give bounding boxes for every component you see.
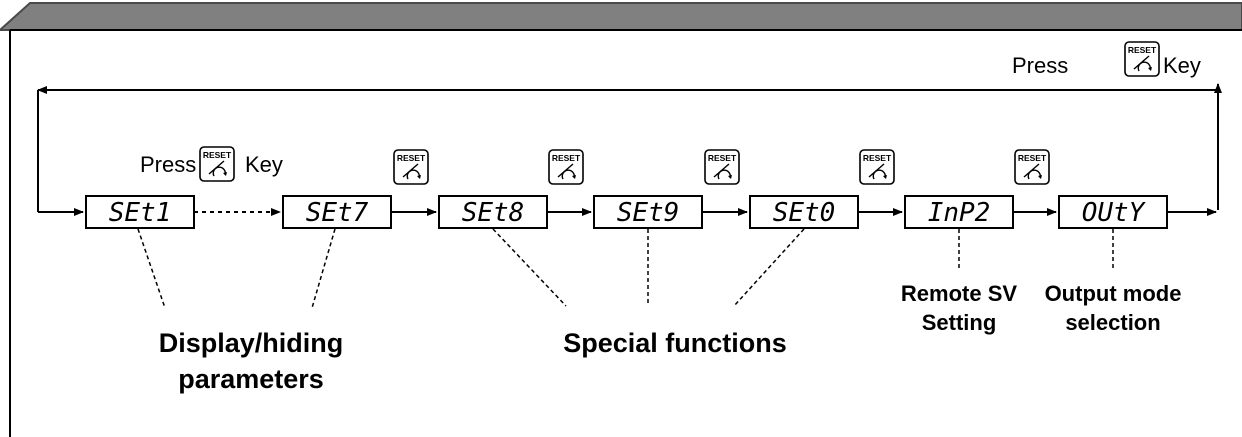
- display-text: SEt0: [773, 198, 836, 228]
- display-set8: SEt8: [438, 195, 548, 229]
- left-press-text: Press: [140, 152, 196, 177]
- special-functions-label: Special functions: [563, 328, 787, 358]
- display-text: SEt1: [109, 198, 172, 228]
- display-text: OUtY: [1082, 198, 1147, 228]
- display-outy: OUtY: [1058, 195, 1168, 229]
- display-set9: SEt9: [593, 195, 703, 229]
- display-set7: SEt7: [282, 195, 392, 229]
- output-mode-label: Output mode: [1045, 281, 1182, 306]
- svg-text:RESET: RESET: [863, 153, 892, 163]
- reset-key-text: RESET: [1128, 45, 1157, 55]
- reset-key-icon: RESET: [1014, 149, 1050, 185]
- display-hiding-label: Display/hiding: [159, 328, 344, 358]
- top-press-text: Press: [1012, 53, 1068, 78]
- svg-text:RESET: RESET: [397, 153, 426, 163]
- display-set1: SEt1: [85, 195, 195, 229]
- display-text: SEt7: [306, 198, 369, 228]
- left-key-text: Key: [245, 152, 283, 177]
- display-set0: SEt0: [749, 195, 859, 229]
- reset-key-icon: RESET: [199, 146, 235, 182]
- top-key-text: Key: [1163, 53, 1201, 78]
- svg-text:RESET: RESET: [1018, 153, 1047, 163]
- reset-key-icon: RESET: [704, 149, 740, 185]
- display-text: InP2: [928, 198, 991, 228]
- annotation-leaders: [137, 228, 1114, 309]
- reset-key-text: RESET: [203, 150, 232, 160]
- loop-return-line: [37, 83, 1222, 216]
- left-press-reset-label: Press RESET Key: [140, 146, 283, 182]
- reset-key-icon: RESET: [1124, 41, 1160, 77]
- reset-key-icon: RESET: [548, 149, 584, 185]
- reset-key-icon: RESET: [393, 149, 429, 185]
- display-text: SEt8: [462, 198, 525, 228]
- output-mode-label-line2: selection: [1065, 310, 1160, 335]
- svg-text:RESET: RESET: [552, 153, 581, 163]
- svg-text:RESET: RESET: [708, 153, 737, 163]
- remote-sv-label-line2: Setting: [922, 310, 997, 335]
- display-text: SEt9: [617, 198, 680, 228]
- top-press-reset-label: Press RESET Key: [1012, 41, 1201, 78]
- remote-sv-label: Remote SV: [901, 281, 1017, 306]
- display-hiding-label-line2: parameters: [178, 364, 324, 394]
- reset-key-icon: RESET: [859, 149, 895, 185]
- display-inp2: InP2: [904, 195, 1014, 229]
